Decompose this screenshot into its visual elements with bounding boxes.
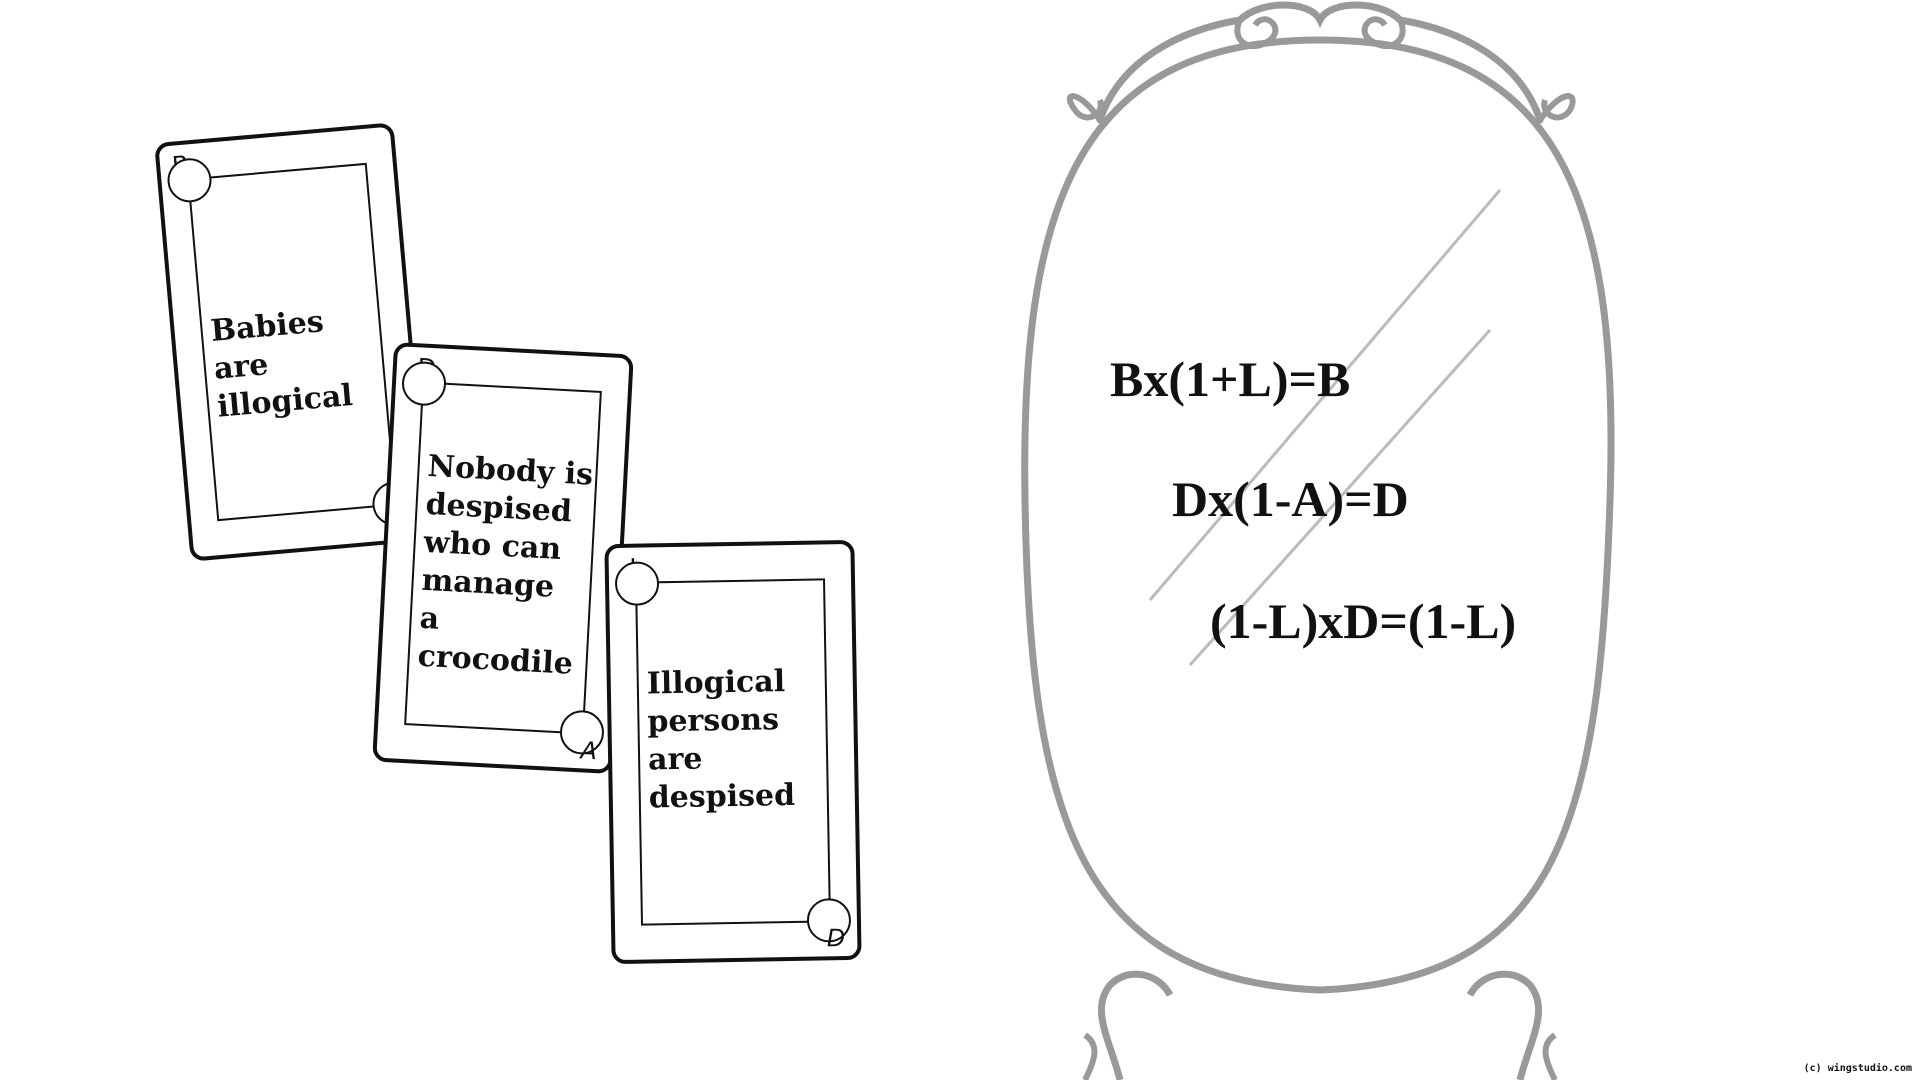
card-text: Illogical persons are despised [646,664,796,816]
copyright-text: (c) wingstudio.com [1803,1063,1912,1074]
card-nobody-despised: -D Nobody is despised who can manage a c… [372,342,634,774]
card-text: Nobody is despised who can manage a croc… [416,448,594,682]
mirror-top-ornament [1096,1,1544,124]
card-notch [614,561,660,607]
mirror-reflection [1148,189,1502,601]
card-corner-bottom: A [579,736,598,766]
equation-1: Bx(1+L)=B [1110,351,1351,407]
equation-3: (1-L)xD=(1-L) [1210,593,1517,649]
mirror-frame [1021,36,1615,994]
card-text: Babies are illogical [209,304,355,425]
card-illogical-despised: -L Illogical persons are despised D [604,539,862,965]
card-corner-bottom: D [826,924,846,953]
equation-2: Dx(1-A)=D [1172,471,1409,527]
card-notch [400,360,448,407]
mirror-feet [1098,970,1174,1080]
